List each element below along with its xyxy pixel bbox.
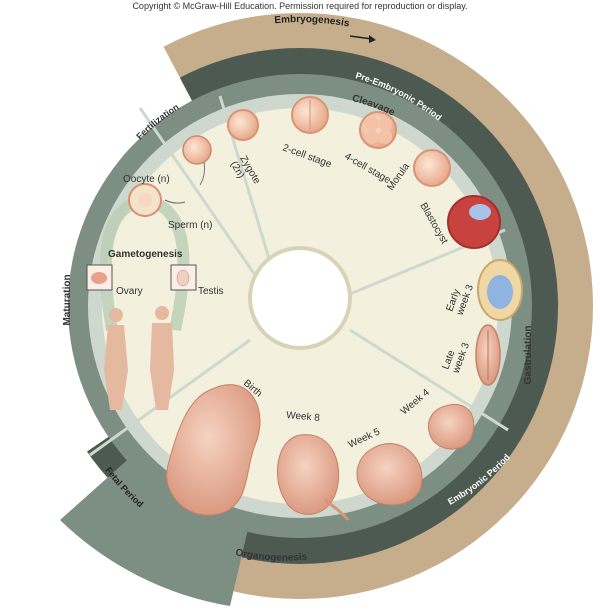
week4-embryo — [427, 403, 475, 450]
week8-embryo — [276, 434, 340, 515]
morula-cell — [413, 149, 451, 187]
week5-embryo — [356, 443, 423, 506]
sperm-cell — [164, 199, 186, 204]
oocyte-label: Oocyte (n) — [123, 174, 170, 185]
copyright-notice: Copyright © McGraw-Hill Education. Permi… — [132, 1, 468, 11]
center-hub — [248, 246, 352, 350]
four-cell-stage — [359, 111, 397, 149]
ovary-label: Ovary — [116, 286, 143, 297]
zygote-cell — [227, 109, 259, 141]
gametogenesis-illustration — [86, 183, 197, 410]
organogenesis-embryos — [166, 384, 475, 521]
gastrulation-label: Gastrulation — [523, 326, 534, 385]
week8-label: Week 8 — [286, 410, 321, 424]
embryogenesis-arrow — [349, 35, 376, 43]
fertilization-egg-illustration — [182, 135, 212, 186]
birth-fetus — [166, 384, 261, 516]
gametogenesis-title: Gametogenesis — [108, 249, 183, 260]
male-figure — [150, 306, 174, 410]
gastrulation-embryos — [475, 259, 523, 386]
cleavage-cells — [227, 96, 501, 249]
maturation-label: Maturation — [62, 274, 73, 325]
sperm-label: Sperm (n) — [168, 220, 212, 231]
sector-dividers — [89, 95, 509, 457]
testis-label: Testis — [198, 286, 224, 297]
blastocyst-cell — [447, 195, 501, 249]
female-figure — [104, 308, 128, 410]
